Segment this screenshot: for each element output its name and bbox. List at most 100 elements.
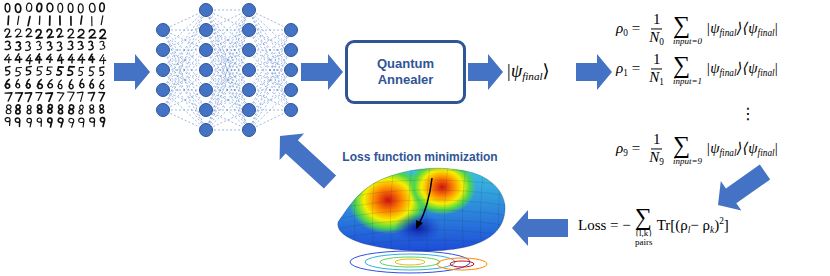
digit-glyph (58, 80, 62, 89)
digit-glyph (89, 30, 95, 38)
nn-connection (206, 70, 249, 130)
neuron (285, 44, 298, 57)
equation-text: |ψ (706, 140, 719, 156)
digit-glyph (79, 118, 85, 127)
digit-glyph (36, 29, 42, 38)
equation-text: input=0 (673, 37, 702, 46)
digit-glyph (57, 66, 63, 75)
mesh-line (444, 165, 448, 258)
summation: ∑input=9 (673, 133, 702, 166)
digit-glyph (79, 79, 85, 88)
digit-glyph (48, 104, 53, 113)
neuron (157, 84, 170, 97)
digit-glyph (39, 16, 40, 24)
equation-text: 0 (623, 28, 628, 38)
neuron (200, 44, 213, 57)
digit-glyph (81, 16, 82, 24)
digit-glyph (5, 28, 11, 37)
nn-connection (206, 10, 249, 70)
digit-glyph (68, 118, 74, 127)
numerator: 1 (651, 12, 663, 29)
equation-text: ρ (616, 20, 623, 36)
digit-glyph (15, 54, 22, 63)
mesh-line (390, 165, 394, 258)
digit-glyph (68, 54, 74, 63)
equation-text: final (758, 148, 775, 158)
digit-glyph (47, 118, 52, 127)
equation-text: | (775, 140, 778, 156)
digit-glyph (37, 41, 42, 49)
loss-landscape (330, 159, 510, 273)
digit-glyph (69, 105, 75, 114)
digit-glyph (46, 54, 53, 63)
digit-glyph (79, 105, 84, 114)
block-arrow (718, 165, 770, 211)
neuron (243, 124, 256, 137)
digit-glyph (47, 42, 52, 50)
equation-text: − ρ (690, 216, 710, 232)
neuron (200, 124, 213, 137)
equation-text: ∑ (673, 132, 690, 158)
equation: ⋮ (740, 106, 756, 122)
mesh-line (330, 190, 510, 200)
digit-glyph (100, 117, 105, 126)
mesh-line (336, 165, 340, 258)
surface-outline (338, 168, 505, 251)
equation-text: 2 (719, 216, 724, 226)
digit-glyph (89, 118, 95, 127)
neuron (157, 24, 170, 37)
neuron (285, 64, 298, 77)
digit-glyph (89, 54, 95, 62)
digit-glyph (37, 105, 42, 114)
mesh-line (330, 180, 510, 190)
mesh-line (498, 165, 502, 258)
digit-glyph (15, 118, 20, 127)
nn-connection (206, 110, 249, 130)
digit-glyph (15, 4, 21, 13)
equation-text: ∑ (635, 204, 652, 230)
numerator: 1 (651, 132, 663, 149)
equation-text: = (632, 140, 640, 156)
mesh-line (426, 165, 430, 258)
digit-glyph (58, 3, 63, 12)
equation-text: k (710, 224, 714, 234)
equation-text: N (649, 69, 659, 85)
equation-text: ρ (616, 60, 623, 76)
nn-connection (206, 70, 249, 130)
neuron (243, 44, 256, 57)
digit-glyph (37, 80, 42, 89)
digit-glyph (100, 30, 106, 39)
nn-connection (163, 10, 206, 70)
equation-text: ⟩⟨ψ (737, 60, 758, 76)
digit-glyph (36, 93, 42, 101)
digit-glyph (6, 105, 11, 114)
digit-glyph (89, 105, 94, 113)
section-label: Loss function minimization (342, 150, 497, 164)
equation-text: input=9 (673, 157, 702, 166)
contour (395, 259, 425, 265)
nn-connection (163, 30, 206, 130)
digit-glyph (48, 79, 53, 88)
digit-glyph (47, 29, 53, 38)
neuron (285, 84, 298, 97)
neuron (285, 104, 298, 117)
denominator: N0 (647, 29, 666, 47)
equation: Loss = −∑{l,k}pairsTr[(ρl− ρk)2] (578, 205, 729, 248)
equation-text: | (775, 60, 778, 76)
digit-glyph (67, 92, 74, 101)
equation-text: 1 (653, 51, 661, 67)
fraction: 1N0 (647, 12, 666, 47)
neuron (243, 64, 256, 77)
nn-connection (249, 10, 291, 70)
equation-text: |ψ (506, 61, 522, 81)
digit-glyph (25, 93, 32, 102)
digit-glyph (49, 16, 50, 25)
process-box: Quantum Annealer (345, 40, 466, 104)
digit-glyph (77, 92, 84, 102)
equation-text: ⟩ (543, 61, 550, 81)
contour (450, 261, 474, 267)
equation-text: ρ (616, 140, 623, 156)
neuron (243, 84, 256, 97)
digit-glyph (99, 92, 105, 101)
mesh-line (330, 170, 510, 180)
